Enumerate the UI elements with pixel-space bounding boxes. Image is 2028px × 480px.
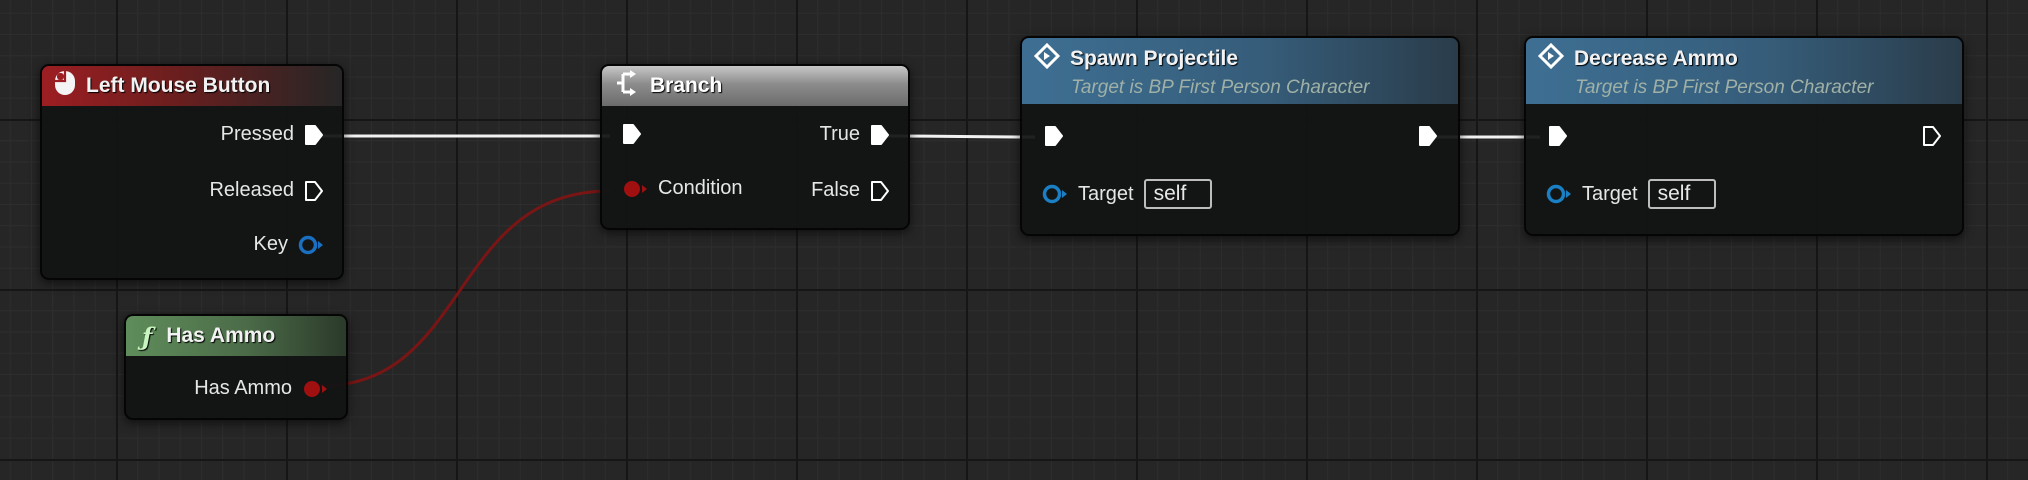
target-value-field[interactable]: self [1647,179,1716,209]
node-header[interactable]: Decrease Ammo Target is BP First Person … [1526,38,1962,104]
pin-label: Target [1582,182,1638,205]
pin-has-ammo-output[interactable]: Has Ammo [194,377,328,400]
target-value-field[interactable]: self [1143,179,1212,209]
node-has-ammo[interactable]: ƒ Has Ammo Has Ammo [124,314,348,420]
function-icon: ƒ [142,321,153,351]
node-spawn-projectile[interactable]: Spawn Projectile Target is BP First Pers… [1020,36,1460,236]
diamond-icon [1033,42,1061,75]
pin-false[interactable]: False [811,179,890,202]
node-header[interactable]: Left Mouse Button [42,66,342,106]
node-left-mouse-button[interactable]: Left Mouse Button Pressed Released Key [40,64,344,280]
node-title: Branch [650,74,723,97]
exec-pin-filled-icon[interactable] [1044,125,1064,147]
exec-pin-filled-icon[interactable] [1548,125,1568,147]
pin-label: Target [1078,182,1134,205]
wire-hasammo-to-condition [319,189,611,388]
node-title: Has Ammo [166,324,276,347]
pin-key[interactable]: Key [254,233,324,256]
exec-pin-filled-icon[interactable] [1418,125,1438,147]
node-header[interactable]: ƒ Has Ammo [126,316,346,356]
pin-exec-out[interactable] [1922,125,1942,147]
node-decrease-ammo[interactable]: Decrease Ammo Target is BP First Person … [1524,36,1964,236]
object-pin-icon[interactable] [1546,183,1572,205]
mouse-icon [54,70,76,102]
exec-pin-empty-icon[interactable] [304,180,324,202]
exec-pin-filled-icon[interactable] [304,124,324,146]
node-title: Left Mouse Button [86,74,271,97]
object-pin-icon[interactable] [1042,183,1068,205]
struct-pin-icon[interactable] [298,234,324,256]
exec-pin-empty-icon[interactable] [1922,125,1942,147]
node-subtitle: Target is BP First Person Character [1575,77,1874,98]
pin-label: True [819,123,860,145]
pin-exec-out[interactable] [1418,125,1438,147]
pin-true[interactable]: True [820,123,890,146]
pin-exec-in[interactable] [1044,125,1064,147]
pin-exec-in[interactable] [1548,125,1568,147]
pin-target[interactable]: Target self [1546,179,1716,209]
pin-target[interactable]: Target self [1042,179,1212,209]
node-header[interactable]: Spawn Projectile Target is BP First Pers… [1022,38,1458,104]
pin-condition[interactable]: Condition [622,177,743,200]
node-title: Decrease Ammo [1574,47,1738,70]
pin-label: Key [253,233,288,255]
bool-pin-icon[interactable] [302,378,328,400]
pin-pressed[interactable]: Pressed [221,123,324,146]
exec-pin-empty-icon[interactable] [870,180,890,202]
pin-label: Condition [658,177,743,199]
node-title: Spawn Projectile [1070,47,1239,70]
node-branch[interactable]: Branch Condition True False [600,64,910,230]
branch-icon [614,70,640,102]
pin-label: False [811,179,860,201]
node-header[interactable]: Branch [602,66,908,106]
pin-label: Pressed [220,123,294,145]
pin-label: Released [209,179,294,201]
node-subtitle: Target is BP First Person Character [1071,77,1370,98]
exec-pin-filled-icon[interactable] [870,124,890,146]
pin-released[interactable]: Released [209,179,324,202]
pin-label: Has Ammo [194,377,292,399]
diamond-icon [1537,42,1565,75]
exec-pin-filled-icon[interactable] [622,123,642,145]
pin-exec-in[interactable] [622,123,642,145]
bool-pin-icon[interactable] [622,178,648,200]
